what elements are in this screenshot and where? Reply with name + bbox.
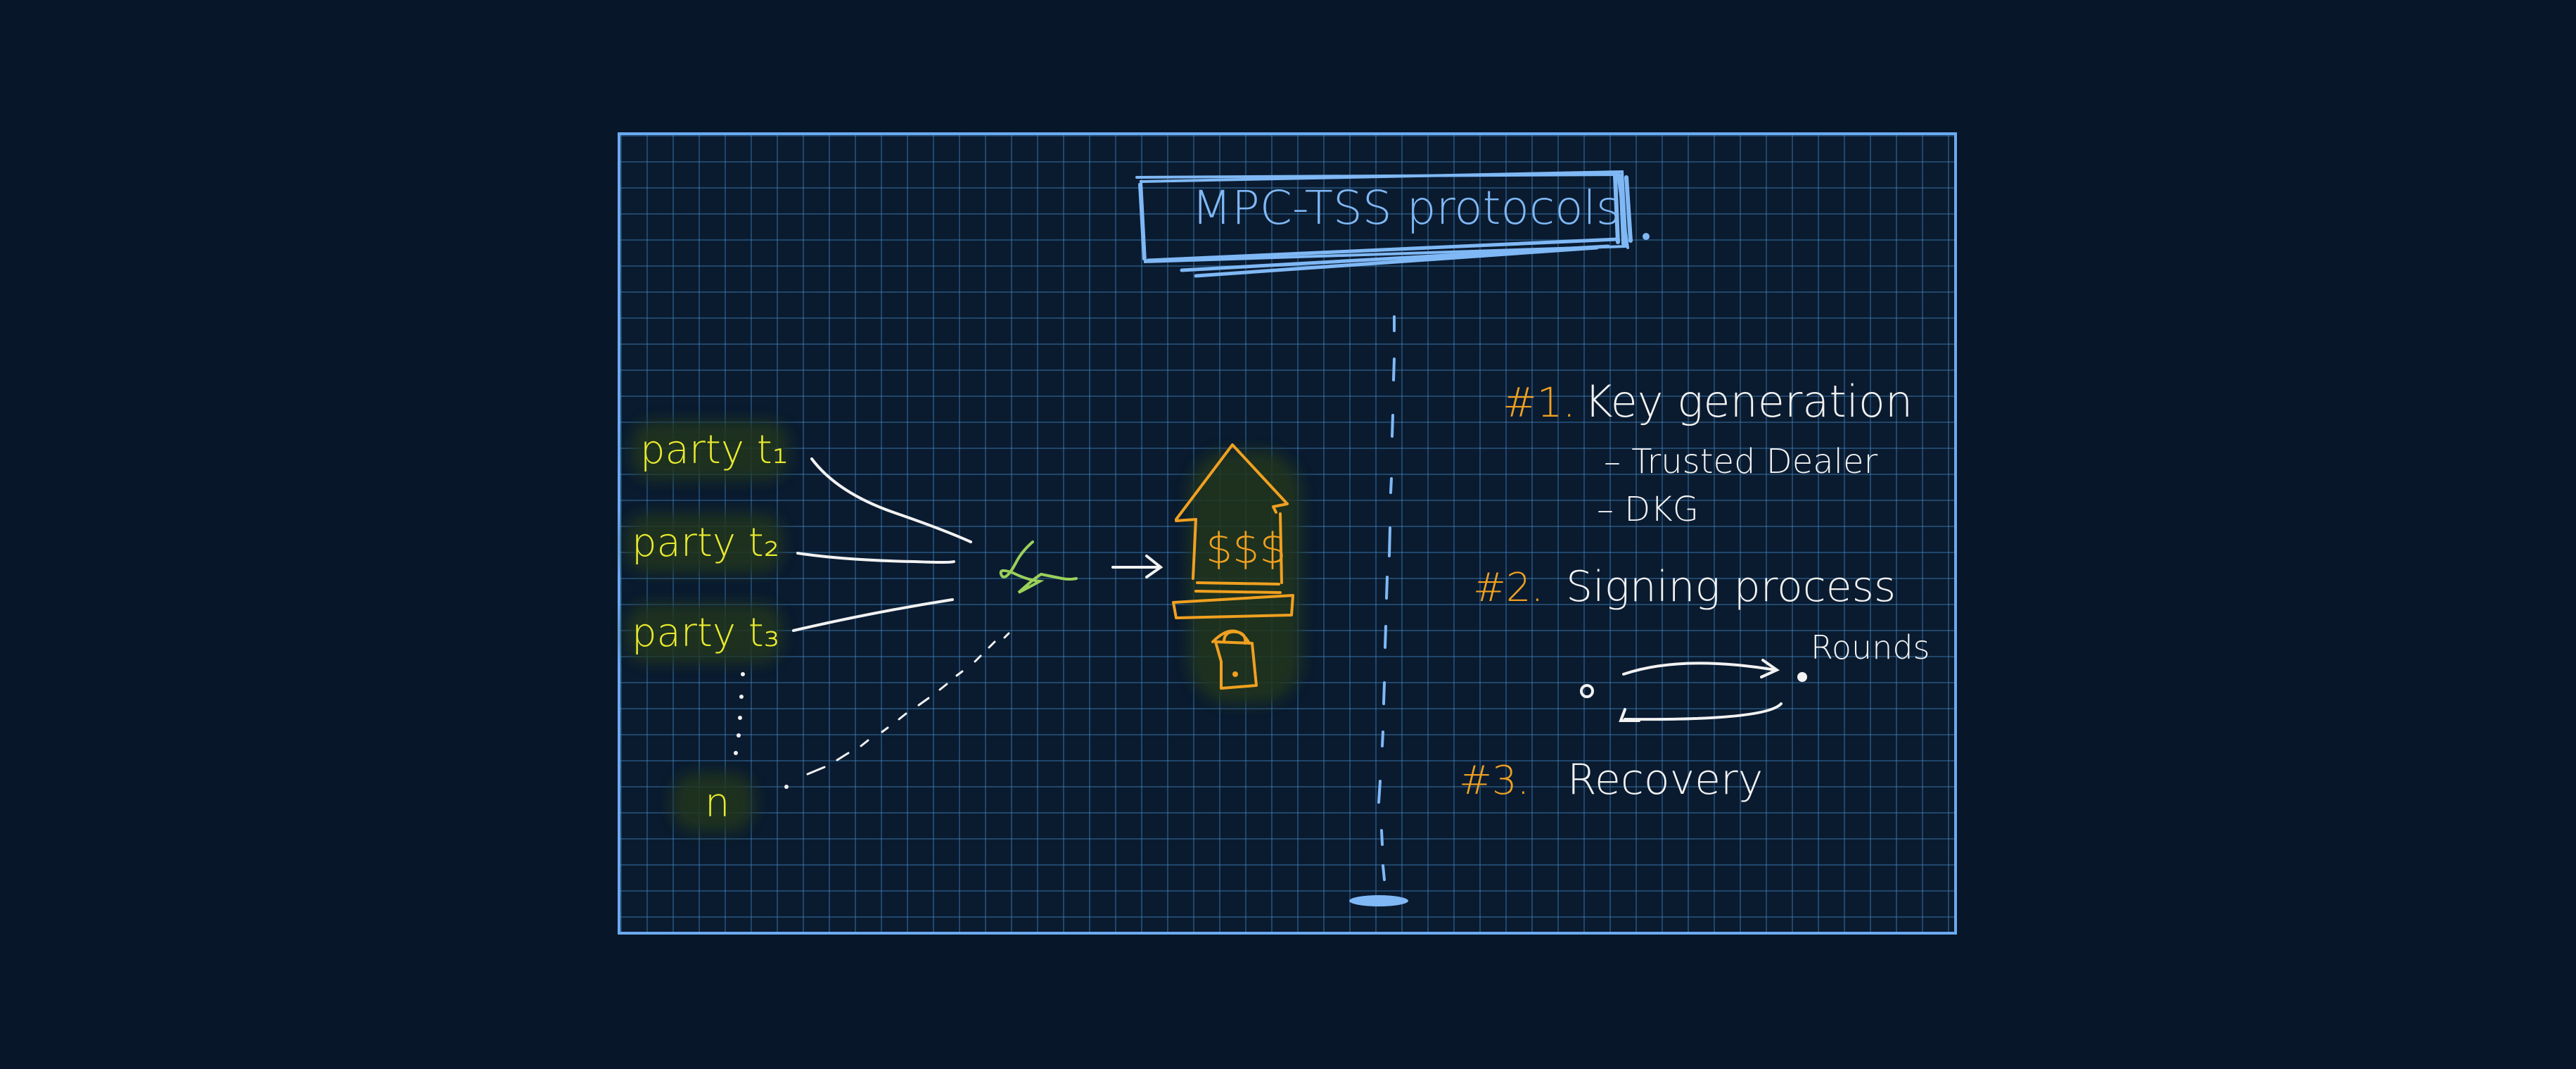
party-connections: [792, 457, 972, 632]
divider-line: [1349, 315, 1408, 906]
signature-mark: [999, 540, 1078, 594]
step-2-title: Signing process: [1566, 562, 1896, 612]
step-2-number: #2.: [1473, 565, 1543, 611]
party-label-1: party t₁: [640, 427, 788, 473]
dotted-connections: [734, 672, 789, 789]
rounds-cycle: [1580, 659, 1807, 722]
step-2-rounds: Rounds: [1811, 628, 1930, 666]
arrow-to-vault: [1111, 555, 1163, 578]
vault-label: $$$: [1206, 524, 1287, 574]
step-1-title: Key generation: [1584, 376, 1913, 427]
party-label-n: n: [705, 780, 730, 826]
step-1-number: #1.: [1503, 379, 1576, 426]
step-3-number: #3.: [1459, 758, 1529, 804]
title-box: [1135, 170, 1650, 278]
vault-icon: [1172, 443, 1294, 690]
step-1-sub-2: – DKG: [1597, 490, 1699, 529]
step-3-title: Recovery: [1567, 755, 1763, 804]
page-title: MPC-TSS protocols: [1192, 181, 1620, 235]
party-highlights: [626, 421, 1301, 832]
step-1-sub-1: – Trusted Dealer: [1604, 442, 1878, 481]
lock-keyhole: [1232, 671, 1238, 677]
party-label-2: party t₂: [632, 520, 779, 566]
dashed-connection: [806, 632, 1010, 776]
party-label-3: party t₃: [632, 610, 779, 656]
